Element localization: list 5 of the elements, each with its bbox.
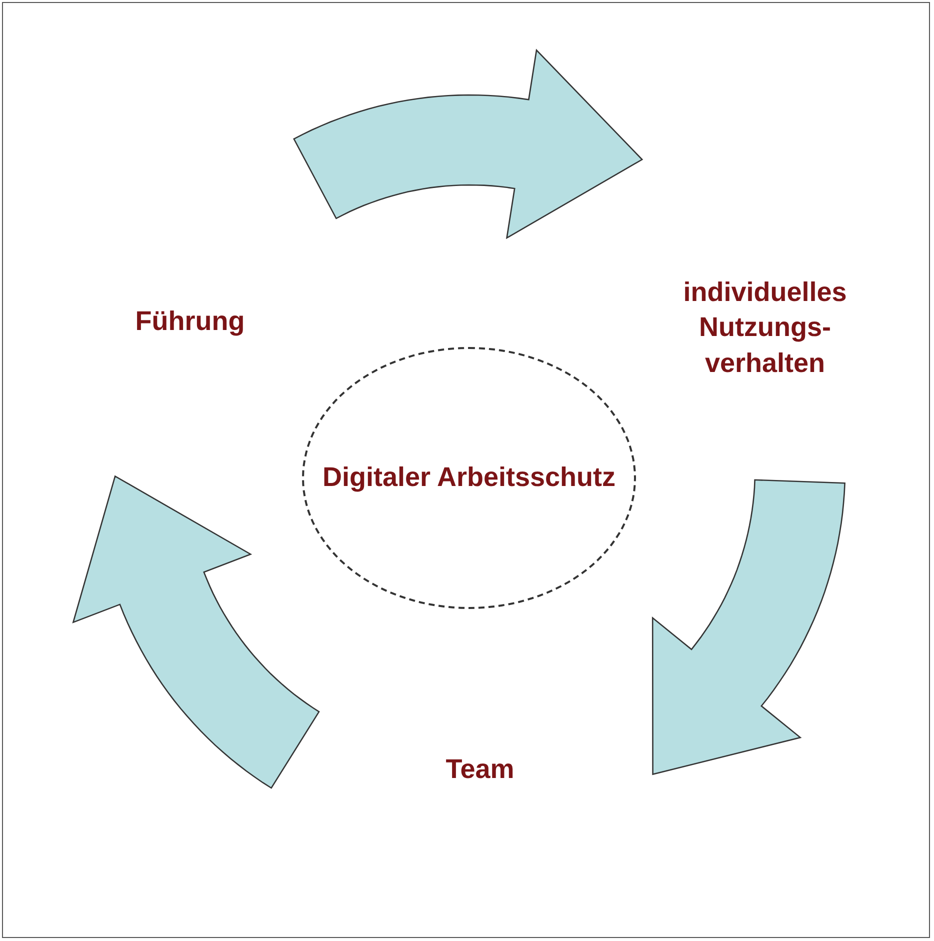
dashed-ellipse <box>302 347 636 609</box>
center-label: Digitaler Arbeitsschutz <box>322 461 616 494</box>
cycle-label: individuelles Nutzungs- verhalten <box>682 276 848 380</box>
cycle-label: Team <box>444 753 516 786</box>
cycle-label: Führung <box>134 305 246 338</box>
